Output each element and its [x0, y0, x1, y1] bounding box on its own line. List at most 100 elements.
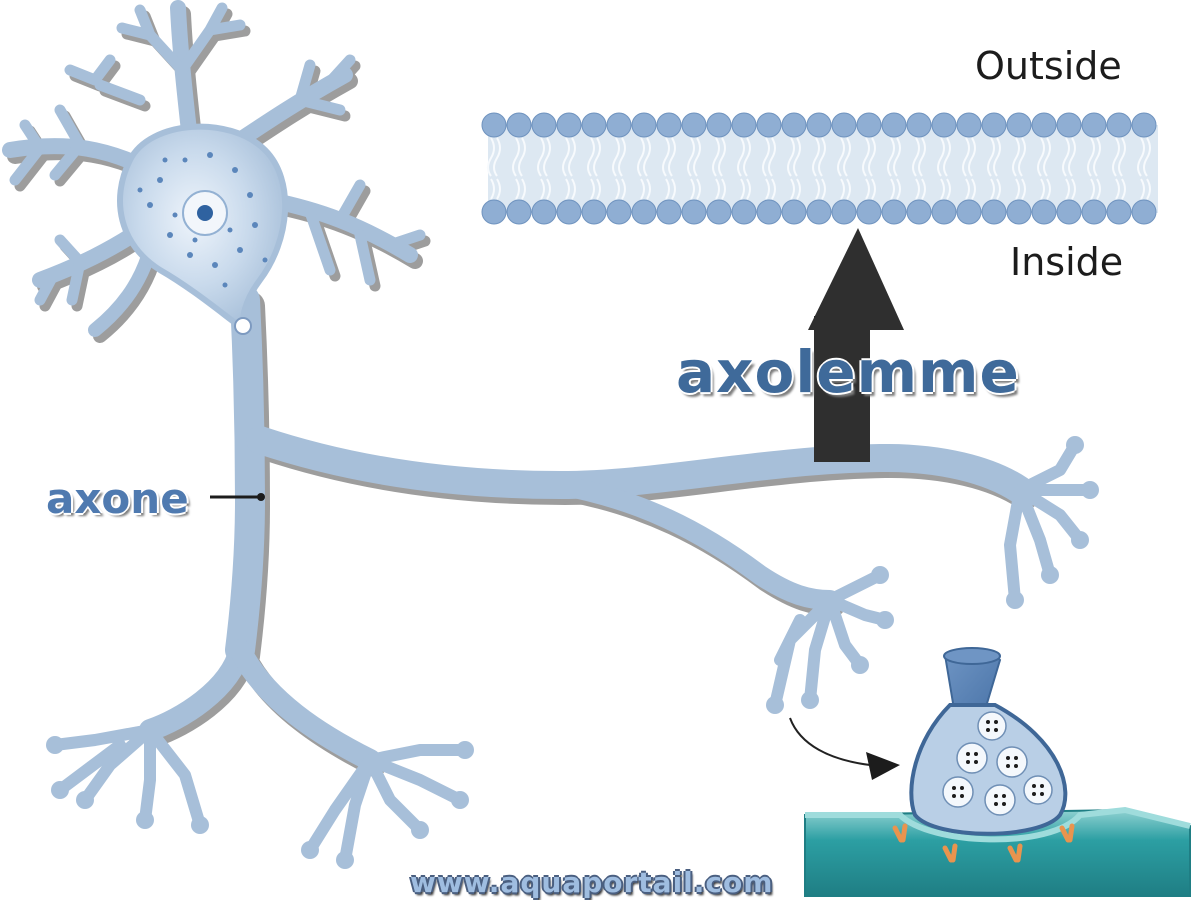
phospholipid-tail: [812, 137, 826, 200]
dendrite-branch: [9, 104, 86, 186]
phospholipid-tail: [787, 137, 801, 200]
watermark: www.aquaportail.com: [410, 866, 774, 899]
phospholipid-head: [856, 112, 882, 138]
phospholipid-head: [531, 112, 557, 138]
phospholipid-head: [731, 112, 757, 138]
phospholipid-tail: [887, 137, 901, 200]
phospholipid-head: [706, 112, 732, 138]
soma-granules: [137, 152, 268, 288]
phospholipid-tail: [537, 137, 551, 200]
phospholipid-tail: [1137, 137, 1151, 200]
phospholipid-head: [506, 112, 532, 138]
phospholipid-head: [931, 199, 957, 225]
phospholipid-head: [981, 112, 1007, 138]
phospholipid-head: [831, 112, 857, 138]
phospholipid-head: [806, 199, 832, 225]
dendrite-branch: [34, 234, 86, 306]
phospholipid-head: [581, 199, 607, 225]
phospholipid-head: [606, 199, 632, 225]
phospholipid-tail: [512, 137, 526, 200]
inside-label: Inside: [1010, 240, 1124, 284]
phospholipid-head: [881, 112, 907, 138]
phospholipid-head: [831, 199, 857, 225]
phospholipid-head: [681, 112, 707, 138]
phospholipid-tail: [837, 137, 851, 200]
phospholipid-tail: [587, 137, 601, 200]
phospholipid-head: [606, 112, 632, 138]
phospholipid-head: [806, 112, 832, 138]
phospholipid-tail: [1087, 137, 1101, 200]
phospholipid-head: [856, 199, 882, 225]
axon-terminal: [304, 744, 471, 866]
phospholipid-head: [981, 199, 1007, 225]
phospholipid-tail: [987, 137, 1001, 200]
phospholipid-tail: [1112, 137, 1126, 200]
phospholipid-head: [1131, 199, 1157, 225]
axon-branch: [246, 426, 1034, 504]
phospholipid-head: [756, 112, 782, 138]
phospholipid-tail: [1062, 137, 1076, 200]
postsynaptic-membrane: [804, 808, 1191, 897]
phospholipid-head: [1056, 199, 1082, 225]
phospholipid-head: [706, 199, 732, 225]
phospholipid-head: [1131, 112, 1157, 138]
phospholipid-head: [1031, 112, 1057, 138]
phospholipid-head: [781, 199, 807, 225]
curved-arrow-icon: [789, 717, 900, 780]
axon-branch: [139, 639, 251, 741]
dendrite-branch: [64, 54, 146, 106]
dendrite-branch: [116, 2, 246, 76]
synapse: [804, 647, 1191, 897]
axon: [225, 285, 265, 665]
phospholipid-tail: [687, 137, 701, 200]
phospholipid-head: [481, 112, 507, 138]
phospholipid-head: [731, 199, 757, 225]
phospholipid-tail: [912, 137, 926, 200]
axon-terminal: [1004, 439, 1096, 606]
phospholipid-head: [481, 199, 507, 225]
phospholipid-tail: [737, 137, 751, 200]
axon-hillock-marker: [234, 317, 252, 335]
phospholipid-head: [1081, 112, 1107, 138]
dendrite-branch: [304, 179, 426, 286]
phospholipid-tail: [962, 137, 976, 200]
phospholipid-head: [581, 112, 607, 138]
phospholipid-head: [881, 199, 907, 225]
phospholipid-tail: [937, 137, 951, 200]
axon-terminal: [49, 724, 206, 831]
phospholipid-head: [756, 199, 782, 225]
outside-label: Outside: [975, 44, 1122, 88]
phospholipid-tail: [662, 137, 676, 200]
phospholipid-tail: [712, 137, 726, 200]
phospholipid-head: [1106, 199, 1132, 225]
phospholipid-head: [631, 199, 657, 225]
axone-pointer: [210, 493, 265, 501]
neuron: [2, 0, 1099, 869]
phospholipid-tail: [612, 137, 626, 200]
nucleolus: [197, 205, 213, 221]
phospholipid-head: [956, 199, 982, 225]
phospholipid-tail: [637, 137, 651, 200]
phospholipid-head: [681, 199, 707, 225]
phospholipid-tail: [862, 137, 876, 200]
phospholipid-head: [1006, 199, 1032, 225]
phospholipid-head: [931, 112, 957, 138]
phospholipid-head: [1106, 112, 1132, 138]
phospholipid-head: [1006, 112, 1032, 138]
phospholipid-head: [656, 112, 682, 138]
phospholipid-tail: [762, 137, 776, 200]
phospholipid-head: [556, 199, 582, 225]
phospholipid-head: [956, 112, 982, 138]
phospholipid-head: [781, 112, 807, 138]
phospholipid-head: [1081, 199, 1107, 225]
synaptic-vesicles: [942, 711, 1053, 816]
phospholipid-head: [631, 112, 657, 138]
up-arrow-icon: [808, 228, 904, 462]
phospholipid-head: [1031, 199, 1057, 225]
phospholipid-head: [531, 199, 557, 225]
dendrite-branch: [294, 54, 356, 116]
phospholipid-head: [656, 199, 682, 225]
axone-label: axone: [46, 474, 189, 523]
axolemme-label: axolemme: [676, 338, 1020, 406]
